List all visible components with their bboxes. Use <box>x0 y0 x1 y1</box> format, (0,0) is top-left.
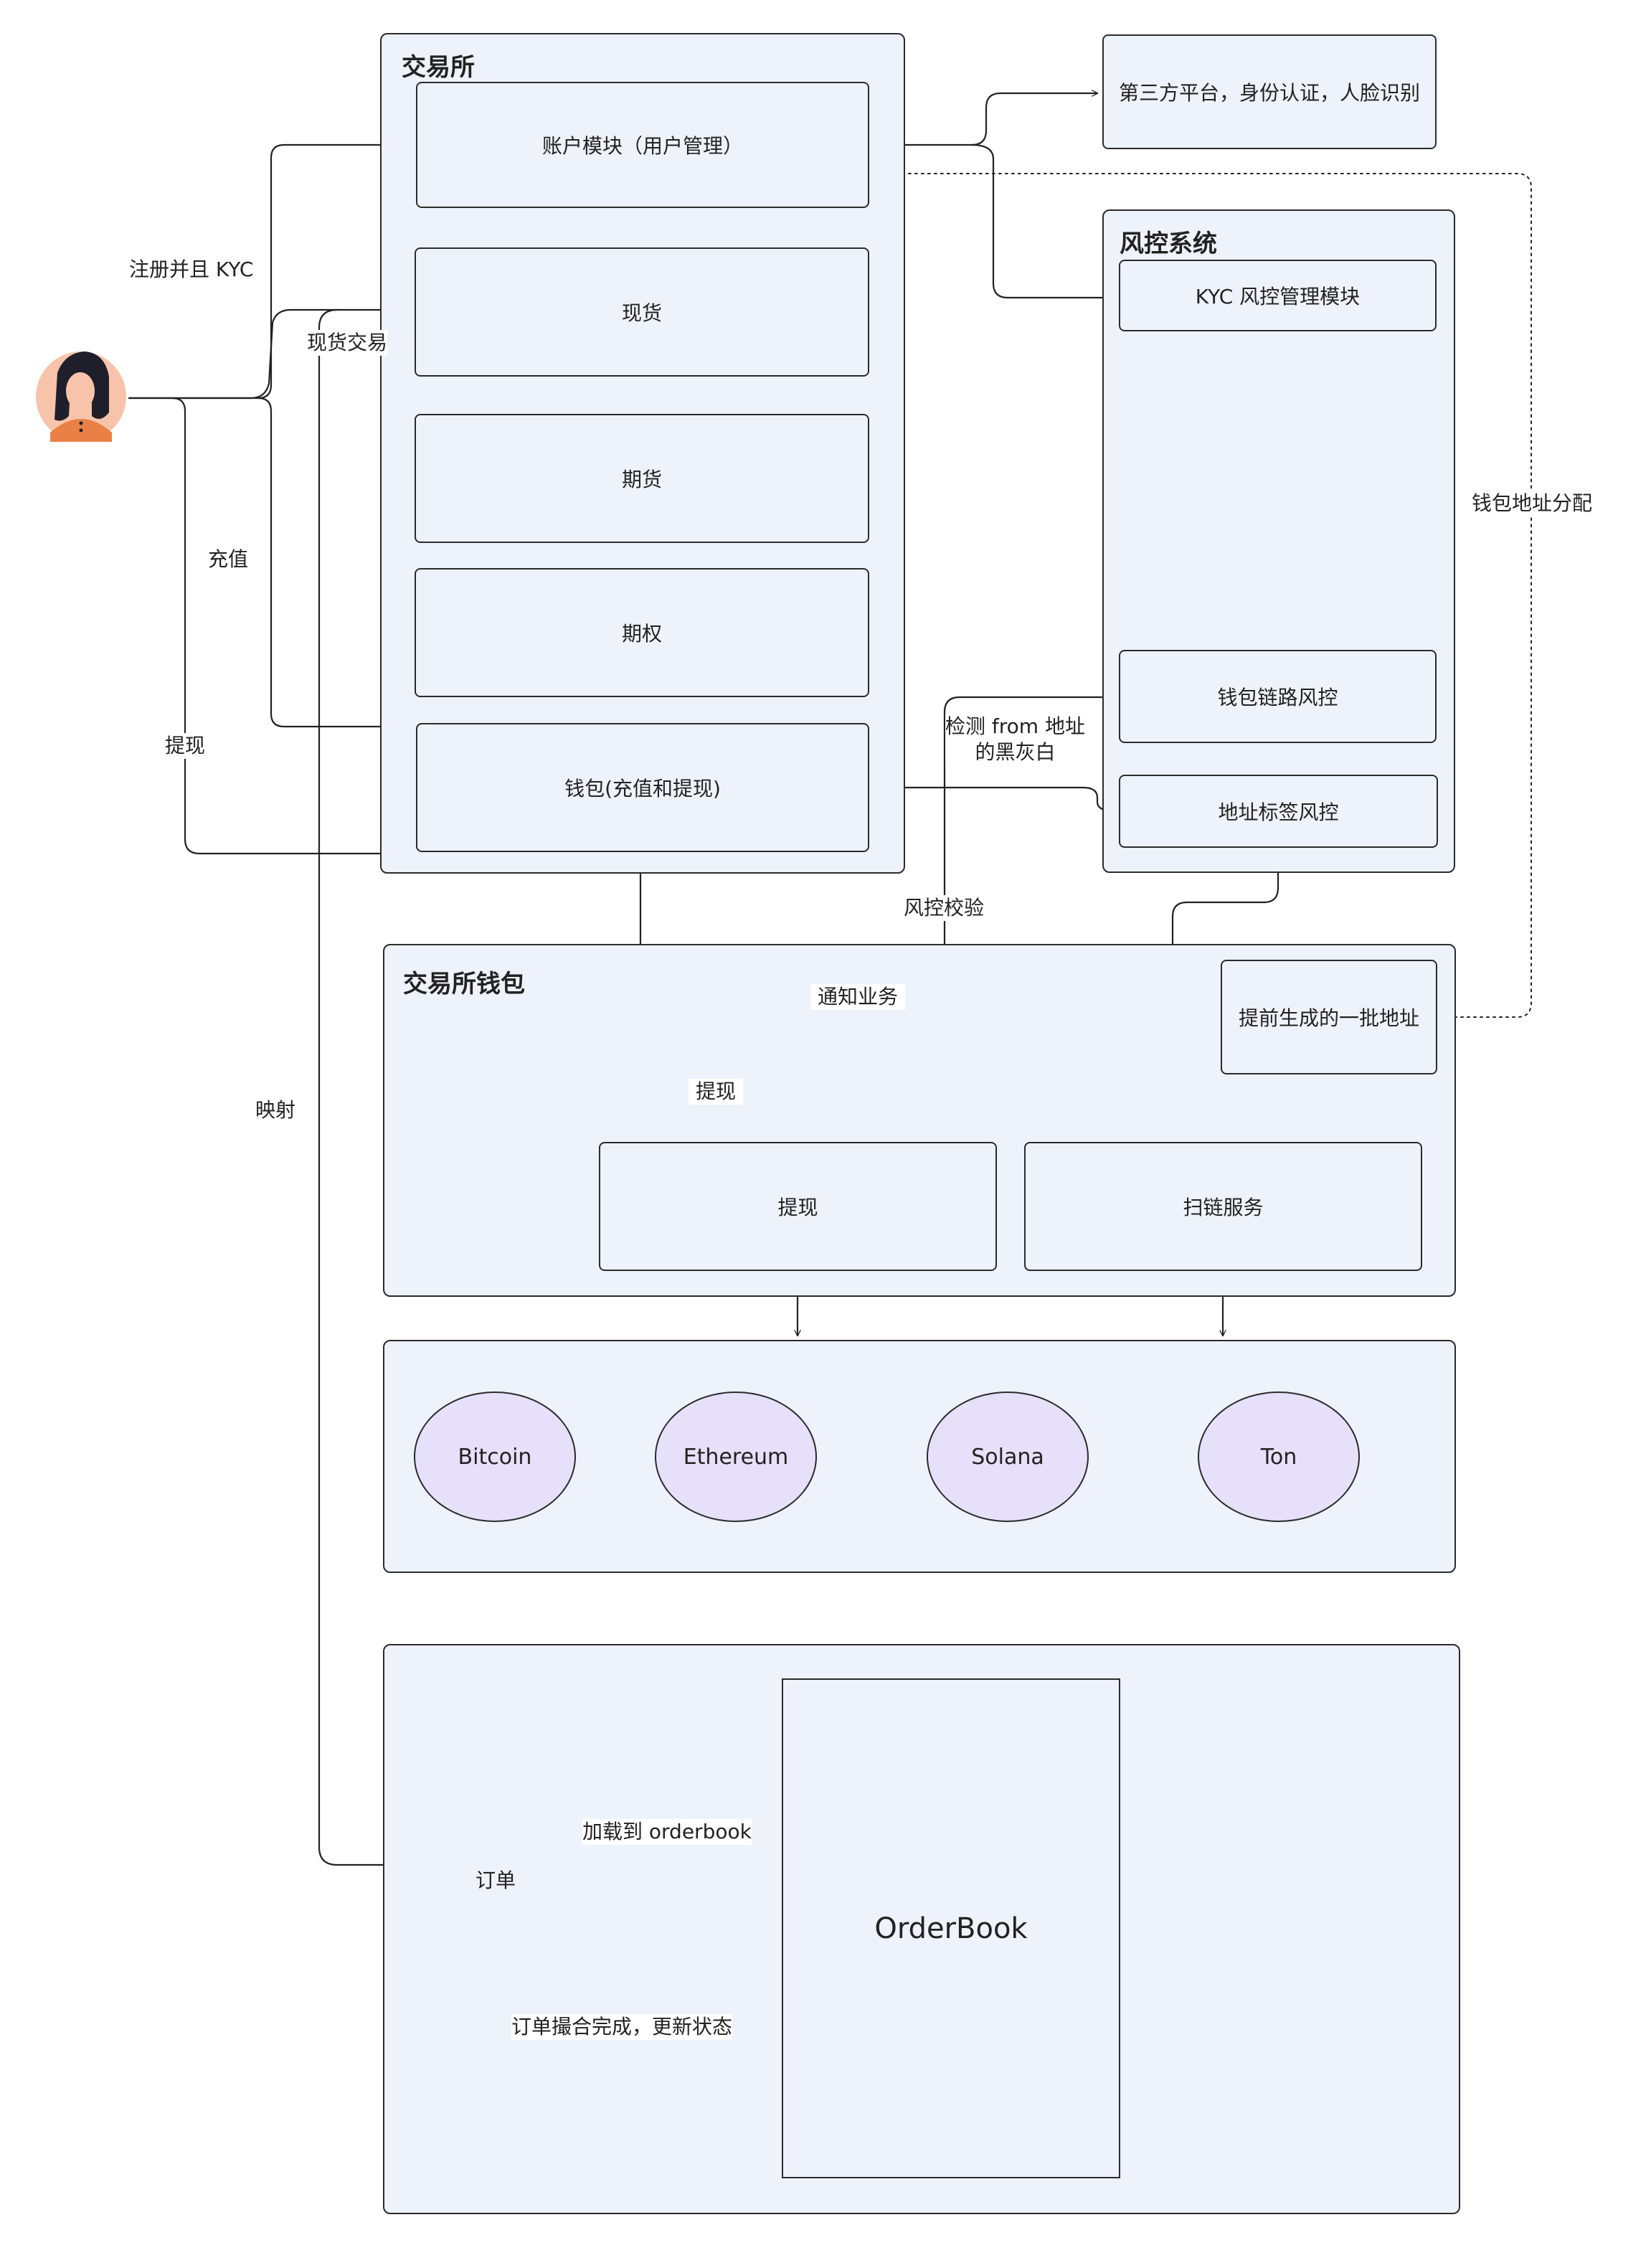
edge-mapping <box>318 308 425 1865</box>
risk-system-title: 风控系统 <box>1120 230 1217 258</box>
edge-wallet-addresstag <box>872 786 1117 811</box>
kyc-risk-module[interactable]: KYC 风控管理模块 <box>1119 260 1437 331</box>
label-withdraw: 提现 <box>165 733 206 760</box>
label-load-orderbook: 加载到 orderbook <box>582 1819 752 1846</box>
withdraw-service[interactable]: 提现 <box>599 1142 997 1271</box>
wallet-chain-risk[interactable]: 钱包链路风控 <box>1119 650 1437 743</box>
edge-account-thirdparty <box>872 93 1099 145</box>
address-tag-risk[interactable]: 地址标签风控 <box>1119 775 1438 848</box>
edge-scan-addresstag <box>1171 849 1278 1120</box>
label-deposit: 充值 <box>208 547 249 573</box>
label-mapping: 映射 <box>255 1097 296 1124</box>
futures-module[interactable]: 期货 <box>415 414 869 543</box>
options-module[interactable]: 期权 <box>415 568 869 697</box>
edge-deposit <box>257 397 429 727</box>
edge-register-kyc <box>128 145 417 400</box>
third-party-platform[interactable]: 第三方平台，身份认证，人脸识别 <box>1102 34 1437 149</box>
exchange-title: 交易所 <box>402 53 475 82</box>
edge-spot-trade <box>128 310 417 400</box>
label-detect-from: 检测 from 地址 的黑灰白 <box>945 714 1085 766</box>
chain-bitcoin[interactable]: Bitcoin <box>414 1391 576 1522</box>
exchange-wallet-title: 交易所钱包 <box>403 970 525 998</box>
label-wallet-alloc: 钱包地址分配 <box>1472 491 1593 517</box>
edge-account-kyc <box>970 143 1115 298</box>
orderbook[interactable]: OrderBook <box>782 1678 1120 2178</box>
label-spot-trade: 现货交易 <box>307 330 388 356</box>
label-detect-from-line1: 检测 from 地址 <box>945 714 1085 738</box>
label-match-update: 订单撮合完成，更新状态 <box>511 2014 733 2041</box>
order-label[interactable]: 订单 <box>475 1868 516 1892</box>
pregenerated-addresses[interactable]: 提前生成的一批地址 <box>1221 960 1437 1074</box>
chain-ton[interactable]: Ton <box>1198 1391 1360 1522</box>
chain-solana[interactable]: Solana <box>927 1391 1089 1522</box>
spot-module[interactable]: 现货 <box>415 247 869 377</box>
label-register-kyc: 注册并且 KYC <box>129 257 254 283</box>
label-detect-from-line2: 的黑灰白 <box>975 740 1056 765</box>
label-notify: 通知业务 <box>810 984 906 1011</box>
edge-wallet-alloc <box>873 174 1532 1018</box>
label-risk-check: 风控校验 <box>904 895 985 922</box>
chain-scan-service[interactable]: 扫链服务 <box>1024 1142 1422 1271</box>
chain-ethereum[interactable]: Ethereum <box>655 1391 817 1522</box>
label-withdraw-flow: 提现 <box>689 1079 744 1105</box>
edge-withdraw <box>171 397 429 854</box>
user-avatar <box>36 351 126 442</box>
wallet-module[interactable]: 钱包(充值和提现) <box>416 723 869 852</box>
account-module[interactable]: 账户模块（用户管理） <box>416 82 869 208</box>
